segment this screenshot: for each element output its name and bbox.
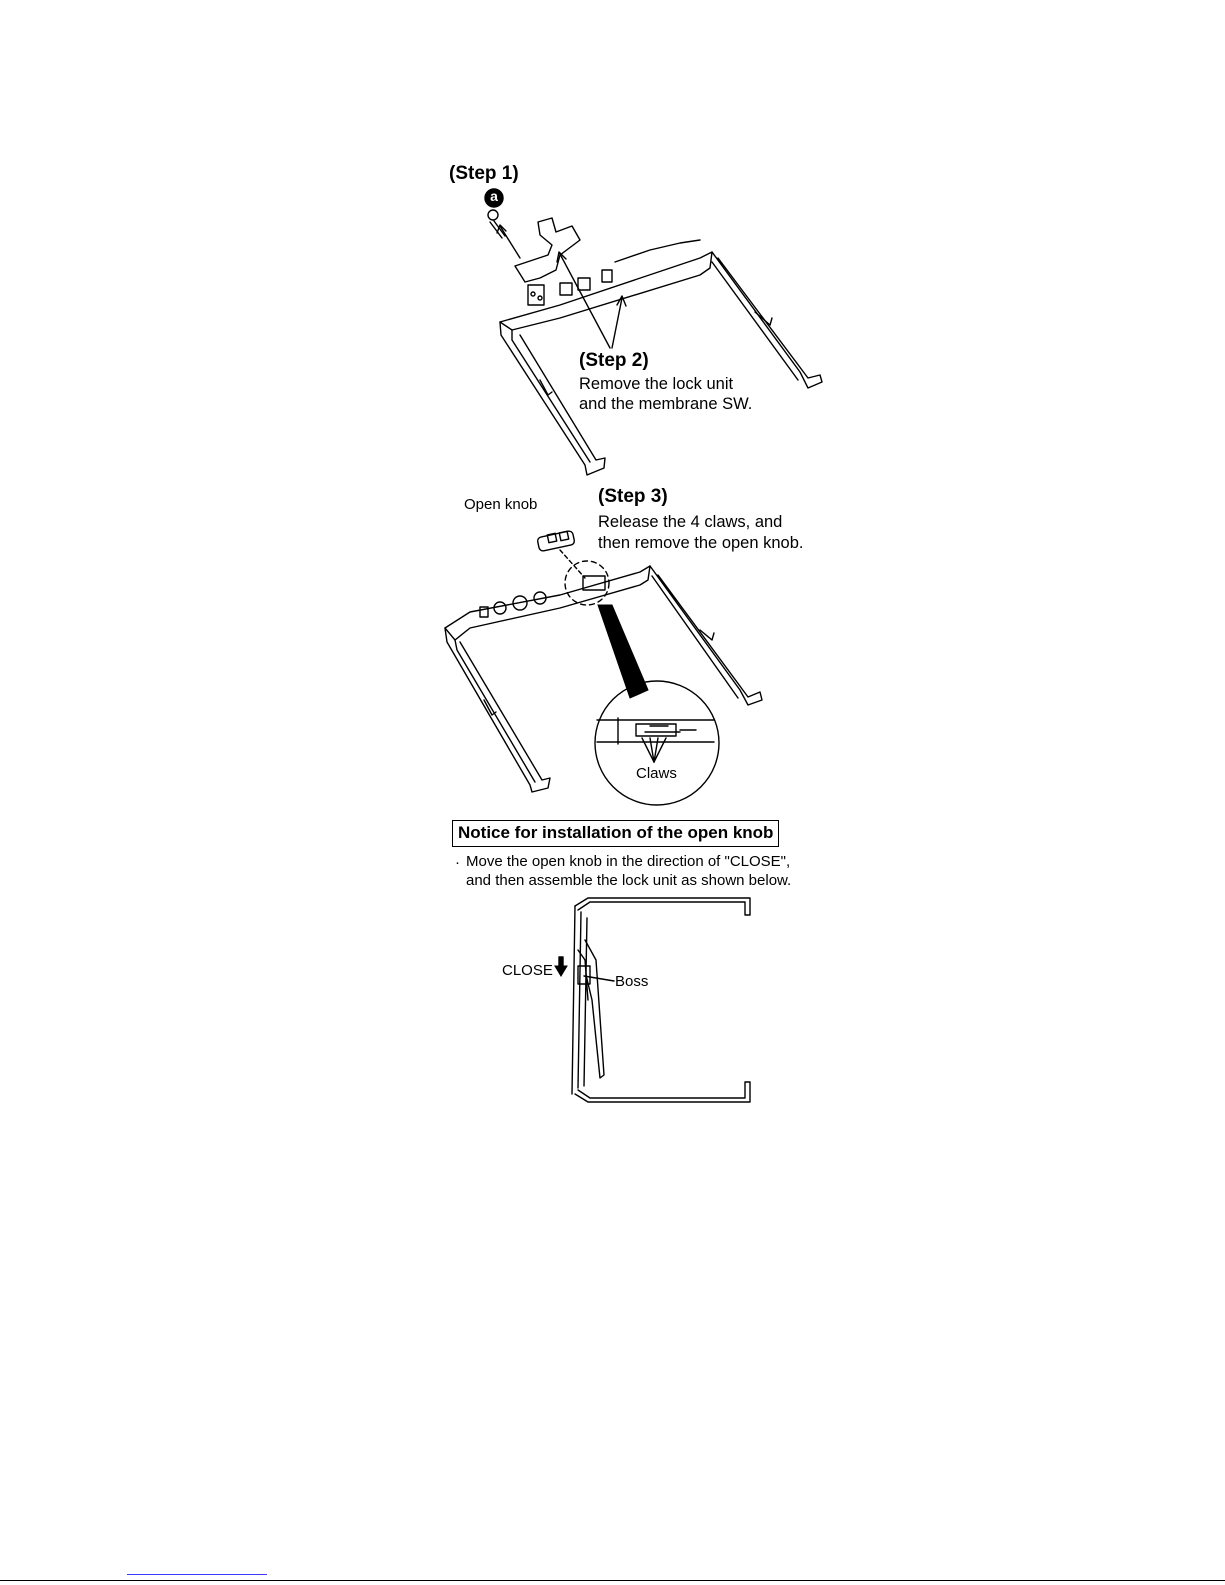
close-label: CLOSE xyxy=(502,962,553,979)
footer-divider xyxy=(0,1580,1225,1581)
boss-label: Boss xyxy=(615,973,648,990)
footer-link-underline[interactable] xyxy=(127,1574,267,1575)
